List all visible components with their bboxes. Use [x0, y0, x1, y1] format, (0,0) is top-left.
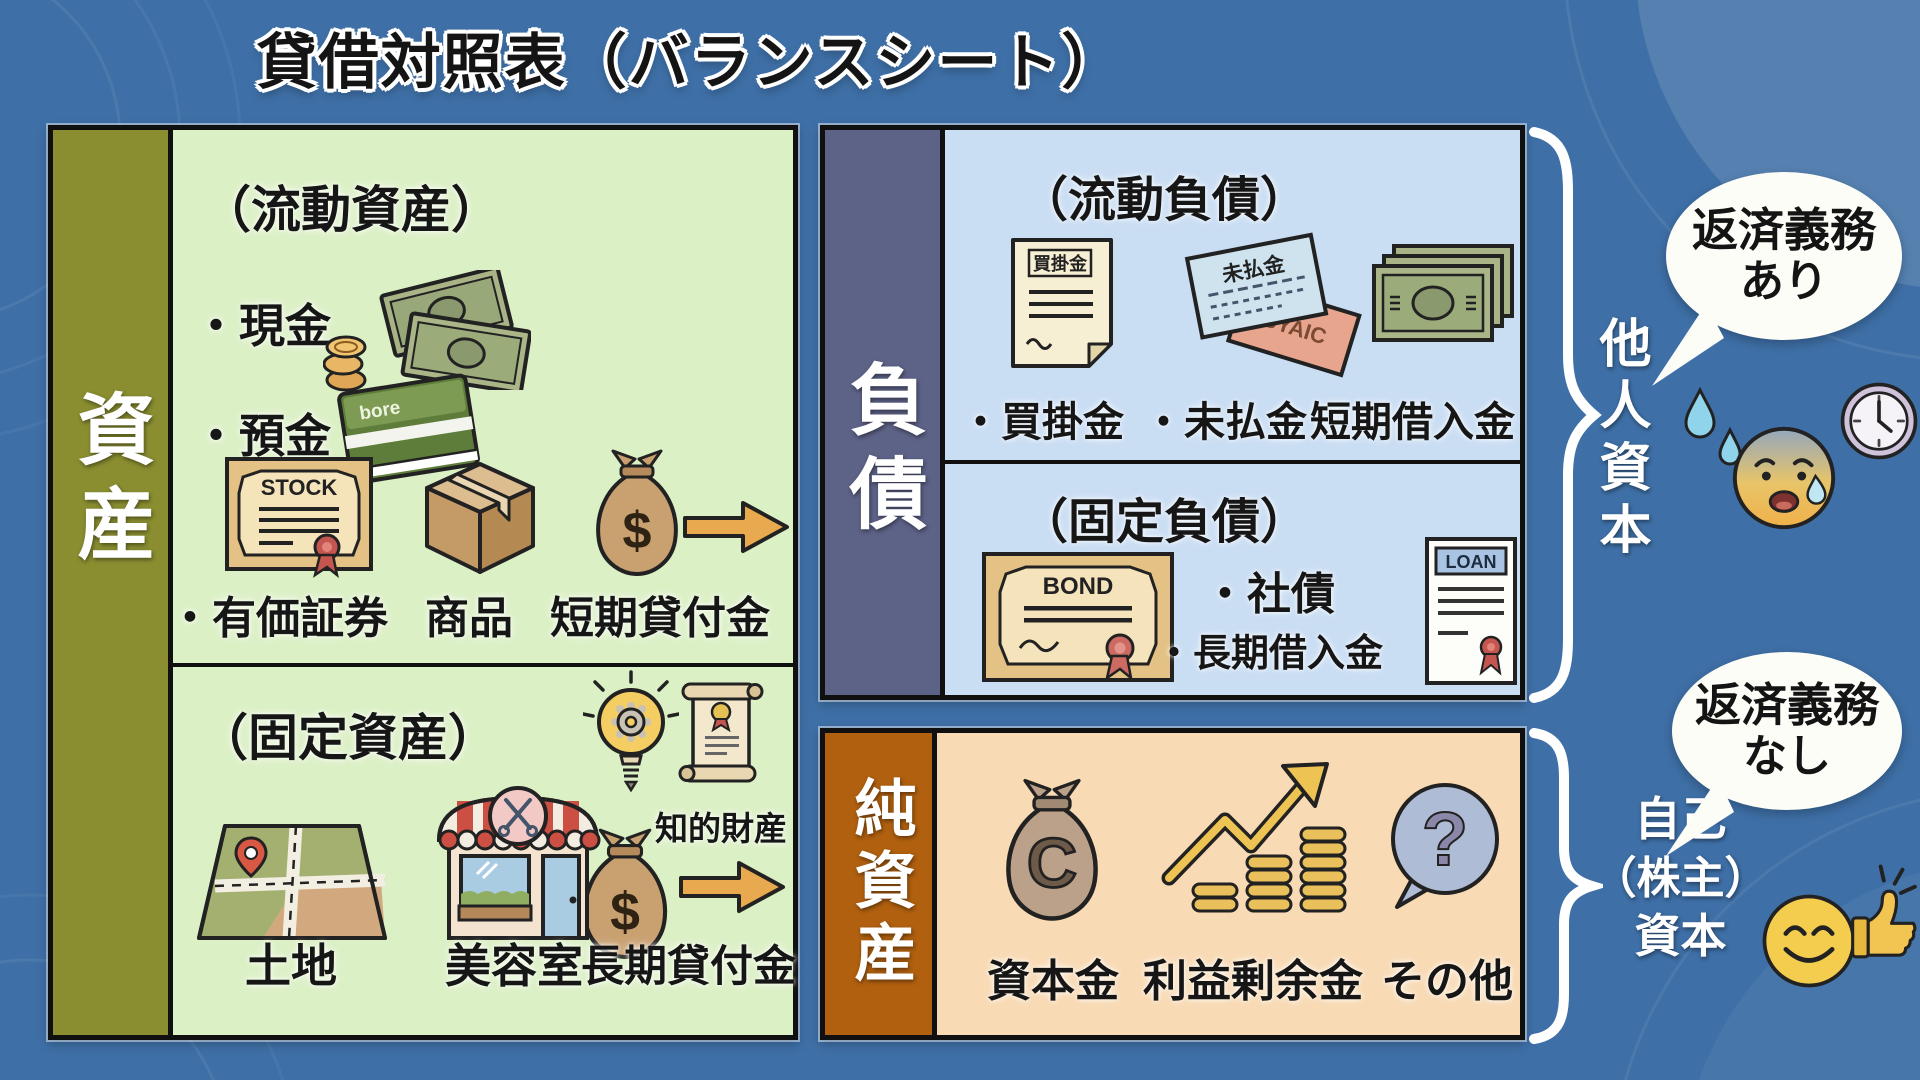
own-capital-line3: 資本 [1634, 909, 1727, 962]
money-bag-dollar-text: $ [623, 502, 652, 560]
assets-sidebar: 資産 [53, 130, 173, 1035]
money-bag-long-dollar-text: $ [610, 883, 640, 942]
assets-section-divider [173, 663, 793, 667]
bond-certificate-text: BOND [1043, 573, 1114, 600]
stock-certificate-icon: STOCK [225, 457, 373, 579]
stock-certificate-text: STOCK [261, 475, 338, 500]
smiley-face-icon [1762, 894, 1856, 988]
loan-document-text: LOAN [1446, 552, 1497, 572]
coins-icon [323, 335, 367, 392]
accrued-expenses-label: ・未払金 [1143, 399, 1307, 445]
long-term-borrowings-label: ・長期借入金 [1155, 633, 1384, 675]
ip-scroll-icon [678, 682, 764, 783]
no-repayment-line2: なし [1743, 732, 1831, 782]
assets-label: 資産 [66, 388, 155, 577]
deposit-label: ・預金 [193, 410, 331, 462]
land-map-icon [197, 824, 387, 940]
long-term-loans-label: 長期貸付金 [581, 943, 796, 991]
no-repayment-bubble-tail [1666, 778, 1734, 856]
merchandise-box-icon [425, 462, 535, 574]
no-repayment-line1: 返済義務 [1695, 679, 1879, 732]
repayment-required-line2: あり [1740, 257, 1828, 307]
short-term-loans-label: 短期貸付金 [550, 594, 770, 643]
capital-bag-icon: C [1006, 778, 1098, 921]
question-mark-text: ? [1422, 797, 1468, 882]
fixed-assets-heading: （固定資産） [198, 710, 498, 766]
current-liabilities-heading: （流動負債） [1020, 174, 1309, 227]
clock-icon [1840, 382, 1918, 460]
salon-storefront-icon [436, 786, 601, 940]
banknote-stack-icon [1372, 244, 1514, 342]
no-repayment-bubble: 返済義務 なし [1672, 652, 1902, 810]
capital-label: 資本金 [987, 957, 1119, 1006]
others-label: その他 [1381, 957, 1513, 1006]
passbook-icon: bore [337, 373, 480, 485]
long-loan-arrow-icon [679, 861, 785, 913]
land-label: 土地 [245, 940, 337, 992]
own-capital-brace [1529, 728, 1603, 1044]
capital-bag-text: C [1027, 824, 1077, 902]
worried-face-icon [1732, 426, 1836, 530]
intellectual-property-label: 知的財産 [655, 810, 787, 847]
current-assets-heading: （流動資産） [201, 182, 501, 238]
loan-document-icon: LOAN [1425, 537, 1517, 685]
money-bag-long-icon: $ [582, 828, 668, 959]
short-loan-arrow-icon [683, 501, 789, 553]
net-assets-sidebar: 純資産 [825, 733, 937, 1035]
retained-earnings-label: 利益剰余金 [1143, 957, 1363, 1006]
question-bubble-icon: ? [1391, 783, 1499, 909]
liabilities-section-divider [945, 460, 1520, 464]
page-title: 貸借対照表（バランスシート） [256, 29, 1124, 96]
corporate-bonds-label: ・社債 [1203, 570, 1335, 619]
liabilities-box: 負債 （流動負債） 買掛金 BYAIC 未払金 [820, 125, 1525, 700]
accounts-payable-doc-text: 買掛金 [1033, 253, 1088, 274]
short-term-borrowings-label: 短期借入金 [1310, 399, 1515, 445]
merchandise-label: 商品 [425, 594, 513, 643]
repayment-required-line1: 返済義務 [1692, 204, 1876, 257]
thumbs-up-icon [1851, 864, 1917, 959]
money-bag-icon: $ [596, 449, 678, 577]
unpaid-bill-cards-icon: BYAIC 未払金 [1184, 232, 1362, 378]
profit-chart-icon [1161, 762, 1347, 913]
repayment-required-bubble-tail [1652, 304, 1724, 386]
bond-certificate-icon: BOND [982, 552, 1174, 682]
other-capital-label: 他人資本 [1591, 316, 1649, 564]
securities-label: ・有価証券 [168, 594, 388, 643]
liabilities-label: 負債 [838, 358, 927, 547]
cash-label: ・現金 [193, 300, 331, 352]
own-capital-line2: （株主） [1592, 853, 1769, 903]
assets-box: 資産 （流動資産） ・現金 ・預金 [48, 125, 798, 1040]
liabilities-sidebar: 負債 [825, 130, 945, 695]
net-assets-box: 純資産 C ? 資本金 [820, 728, 1525, 1040]
accounts-payable-label: ・買掛金 [960, 399, 1124, 445]
idea-bulb-gear-icon [583, 670, 679, 793]
banknotes-icon [379, 270, 531, 390]
other-capital-brace [1529, 127, 1602, 703]
fixed-liabilities-heading: （固定負債） [1020, 496, 1309, 549]
accounts-payable-doc-icon: 買掛金 [1011, 238, 1113, 368]
salon-label: 美容室 [445, 940, 583, 992]
sweat-drops-icon [1684, 386, 1742, 466]
net-assets-label: 純資産 [844, 776, 914, 992]
